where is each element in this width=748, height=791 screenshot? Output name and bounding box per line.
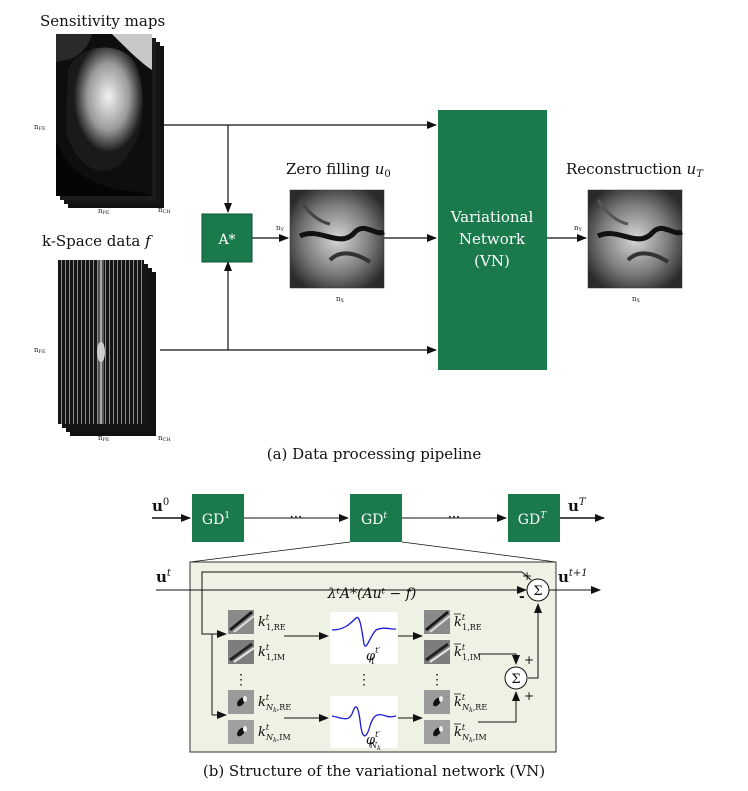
zero-filled-image	[289, 189, 386, 289]
reconstruction-title: Reconstruction uT	[566, 160, 704, 180]
dim-pe-label-2: nPE	[98, 434, 110, 443]
activation-plot-1	[330, 612, 398, 664]
activation-label-n: φt′Nk	[366, 730, 381, 752]
detail-input-label: ut	[156, 568, 172, 586]
kspace-data-image	[58, 260, 156, 436]
sum-node-top-symbol: Σ	[533, 584, 542, 599]
gd-block-T-label: GDT	[518, 511, 547, 528]
dim-ch-label-2: nCH	[158, 434, 171, 443]
activation-plot-n	[330, 696, 398, 748]
zero-filling-title: Zero filling u0	[286, 160, 391, 180]
gd-block-1-label: GD1	[202, 511, 230, 528]
adjoint-operator-label: A*	[217, 232, 235, 248]
sum-bottom-plus-2: +	[524, 689, 534, 703]
zoom-line-left	[189, 541, 351, 563]
dim-y-label-2: nY	[574, 224, 583, 233]
chain-output-label: uT	[568, 497, 587, 515]
sum-top-minus: -	[519, 589, 525, 605]
vn-label-line1: Variational	[450, 208, 534, 226]
detail-connections	[156, 571, 601, 723]
gd-block-t-label: GDt	[361, 511, 387, 528]
sensitivity-maps-title: Sensitivity maps	[40, 12, 165, 30]
dim-x-label-1: nX	[336, 295, 345, 304]
reconstruction-image	[587, 189, 684, 289]
dim-pe-label-1: nPE	[98, 207, 110, 216]
vdots-middle: ⋮	[357, 672, 371, 688]
detail-output-label: ut+1	[558, 568, 588, 586]
dim-y-label-1: nY	[276, 224, 285, 233]
activation-curve-1	[331, 616, 397, 647]
dim-fe-label-1: nFE	[34, 123, 46, 132]
dim-ch-label-1: nCH	[158, 206, 171, 215]
data-term-label: λᵗA*(Auᵗ − f)	[327, 586, 417, 602]
sum-bottom-plus-1: +	[524, 653, 534, 667]
vdots-right: ⋮	[430, 672, 444, 688]
activation-curve-n	[331, 706, 397, 737]
kernel-thumbnails-right	[424, 610, 451, 744]
sum-node-bottom	[504, 666, 528, 690]
pipeline-connections	[160, 121, 587, 354]
vdots-left: ⋮	[234, 672, 248, 688]
activation-label-1: φt′1	[366, 646, 380, 666]
gd-block-1	[192, 494, 244, 542]
vn-label-line2: Network	[459, 230, 526, 248]
zoom-line-right	[401, 541, 557, 563]
adjoint-operator-box	[201, 213, 253, 263]
chain-input-label: u0	[152, 497, 169, 515]
dim-fe-label-2: nFE	[34, 346, 46, 355]
variational-network-box	[438, 110, 547, 370]
caption-a: (a) Data processing pipeline	[267, 445, 482, 463]
sum-node-bottom-symbol: Σ	[511, 672, 520, 687]
kernel-thumbnails-left	[228, 610, 255, 744]
kspace-title: k-Space data f	[42, 232, 153, 250]
gd-block-T	[508, 494, 560, 542]
gd-block-t	[350, 494, 402, 542]
chain-dots-2: ···	[448, 510, 460, 525]
caption-b: (b) Structure of the variational network…	[203, 762, 545, 780]
sum-node-top	[526, 578, 550, 602]
vn-label-line3: (VN)	[474, 252, 510, 270]
dim-x-label-2: nX	[632, 295, 641, 304]
sensitivity-maps-image	[56, 34, 164, 208]
chain-dots-1: ···	[290, 510, 302, 525]
sum-top-plus: +	[522, 569, 532, 583]
